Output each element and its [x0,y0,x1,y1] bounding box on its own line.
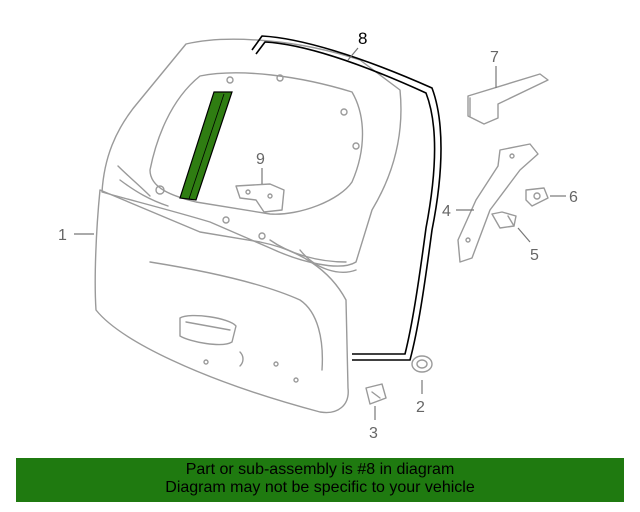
banner-line-2: Diagram may not be specific to your vehi… [165,479,475,496]
callout-1: 1 [58,227,67,244]
callout-9: 9 [256,151,265,168]
part-9-bracket[interactable] [235,183,285,213]
callout-8: 8 [358,29,367,48]
leader-8 [347,47,359,61]
parts-diagram: 1 2 3 4 5 6 7 8 9 [58,29,578,442]
callout-7: 7 [490,49,499,66]
part-7-strut-bracket[interactable] [467,73,549,125]
callout-5: 5 [530,247,539,264]
part-1-tailgate-panel[interactable] [94,189,349,414]
info-banner: Part or sub-assembly is #8 in diagram Di… [16,458,624,502]
banner-line-1: Part or sub-assembly is #8 in diagram [185,461,455,478]
part-6-nut[interactable] [525,187,549,207]
highlight-strip-inner-line [188,93,225,200]
callout-3: 3 [369,425,378,442]
callout-4: 4 [442,203,451,220]
part-4-hinge[interactable] [457,143,539,263]
part-8-weatherstrip[interactable] [251,35,442,361]
callout-2: 2 [416,399,425,416]
callout-6: 6 [569,189,578,206]
tailgate-inner-frame [101,38,402,273]
part-5-bolt[interactable] [491,211,517,229]
leader-5 [517,227,531,243]
part-2-bumper-stop[interactable] [411,355,433,373]
part-3-clip[interactable] [365,383,387,405]
highlight-strip [179,91,233,201]
